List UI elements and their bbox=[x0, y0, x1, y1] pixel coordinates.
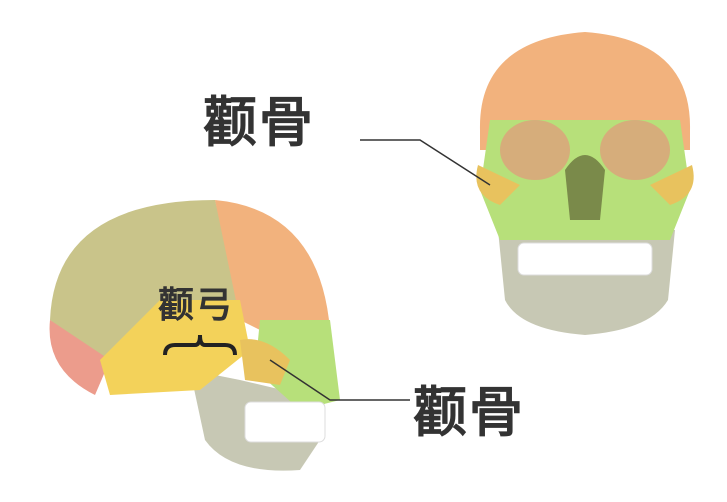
zygomatic-arch-brace bbox=[163, 334, 237, 356]
leader-line-side bbox=[269, 359, 410, 401]
leader-line-front bbox=[360, 139, 491, 186]
side-frontal bbox=[215, 200, 330, 350]
front-skull bbox=[476, 32, 694, 335]
side-occipital bbox=[49, 320, 110, 395]
side-zygomatic bbox=[240, 339, 290, 385]
side-skull bbox=[49, 200, 340, 471]
front-orbit-left bbox=[500, 120, 570, 180]
zygomatic-arch-label: 颧弓 bbox=[158, 285, 235, 326]
side-face bbox=[255, 320, 340, 410]
front-zygomatic-label: 颧骨 bbox=[203, 91, 315, 154]
side-zygomatic-label: 颧骨 bbox=[413, 381, 525, 444]
front-zygomatic-right bbox=[650, 165, 694, 205]
front-nasal-cavity bbox=[565, 155, 605, 220]
side-teeth bbox=[244, 401, 326, 443]
side-parietal bbox=[50, 200, 240, 360]
front-orbit-right bbox=[600, 120, 670, 180]
side-temporal bbox=[100, 300, 250, 395]
front-upper-teeth bbox=[517, 242, 653, 276]
front-zygomatic-left bbox=[476, 165, 520, 205]
